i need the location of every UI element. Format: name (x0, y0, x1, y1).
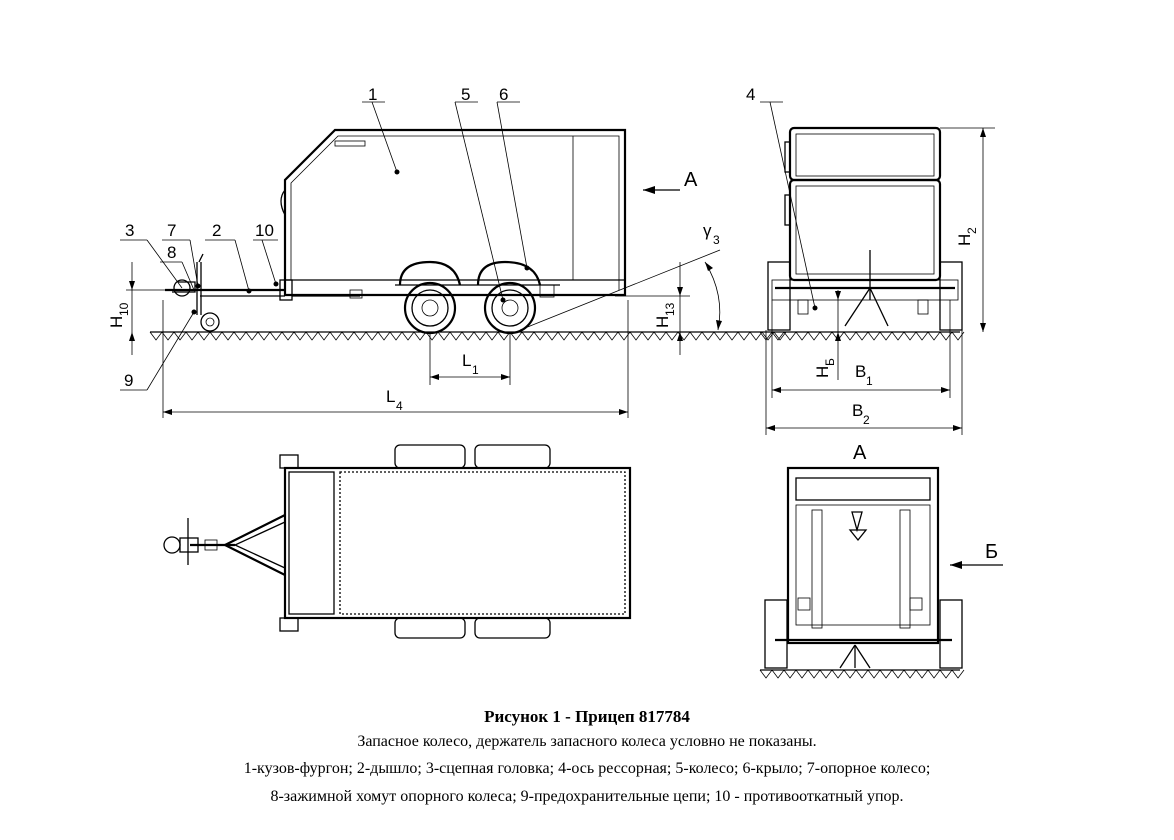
dim-gamma3: γ 3 (703, 221, 720, 247)
svg-text:4: 4 (396, 399, 403, 413)
callout-6: 6 (499, 85, 508, 104)
callout-3: 3 (125, 221, 134, 240)
dim-h10: H 10 (107, 302, 131, 328)
svg-text:10: 10 (117, 302, 131, 316)
figure-title: Рисунок 1 - Прицеп 817784 (484, 707, 690, 726)
svg-text:B: B (852, 401, 863, 420)
rear-view (759, 101, 995, 435)
svg-text:B: B (855, 362, 866, 381)
figure-note: Запасное колесо, держатель запасного кол… (357, 733, 817, 750)
dimension-labels: H 10 H 13 γ 3 L 1 L 4 H 2 H Б B 1 (107, 221, 979, 427)
svg-text:H: H (955, 234, 974, 246)
callout-8: 8 (167, 243, 176, 262)
svg-text:Б: Б (823, 358, 837, 366)
svg-text:γ: γ (703, 221, 712, 240)
view-arrow-b-label: Б (985, 541, 998, 563)
front-view-a (759, 466, 1003, 679)
figure-legend-line-2: 8-зажимной хомут опорного колеса; 9-пред… (270, 788, 904, 805)
dim-l1: L 1 (462, 351, 479, 377)
svg-text:13: 13 (663, 302, 677, 316)
van-body (283, 128, 627, 297)
svg-text:2: 2 (863, 413, 870, 427)
dim-b2: B 2 (852, 401, 870, 427)
svg-text:1: 1 (866, 374, 873, 388)
callout-4: 4 (746, 85, 755, 104)
callout-7: 7 (167, 221, 176, 240)
svg-text:H: H (653, 316, 672, 328)
svg-text:1: 1 (472, 363, 479, 377)
callout-5: 5 (461, 85, 470, 104)
svg-text:H: H (813, 366, 832, 378)
figure-legend-line-1: 1-кузов-фургон; 2-дышло; 3-сцепная голов… (243, 760, 931, 777)
svg-text:L: L (462, 351, 471, 370)
wheel-rear (483, 281, 537, 335)
wheel-front (403, 281, 457, 335)
callout-2: 2 (212, 221, 221, 240)
view-a-title: A (853, 442, 867, 464)
svg-text:L: L (386, 387, 395, 406)
callout-labels: 1 2 3 4 5 6 7 8 9 10 (124, 85, 755, 390)
dim-h2: H 2 (955, 227, 979, 246)
callout-10: 10 (255, 221, 274, 240)
callout-1: 1 (368, 85, 377, 104)
svg-text:3: 3 (713, 233, 720, 247)
svg-text:2: 2 (965, 227, 979, 234)
dim-b1: B 1 (855, 362, 873, 388)
view-arrow-a-label: A (684, 169, 698, 191)
view-labels: A A Б (684, 169, 998, 563)
dim-hb: H Б (813, 358, 837, 378)
top-view (163, 444, 632, 639)
dim-l4: L 4 (386, 387, 403, 413)
technical-drawing: 1 2 3 4 5 6 7 8 9 10 H 10 H 13 γ 3 L 1 L… (107, 85, 1003, 679)
side-view (120, 101, 787, 418)
svg-text:H: H (107, 316, 126, 328)
dim-h13: H 13 (653, 302, 677, 328)
callout-9: 9 (124, 371, 133, 390)
